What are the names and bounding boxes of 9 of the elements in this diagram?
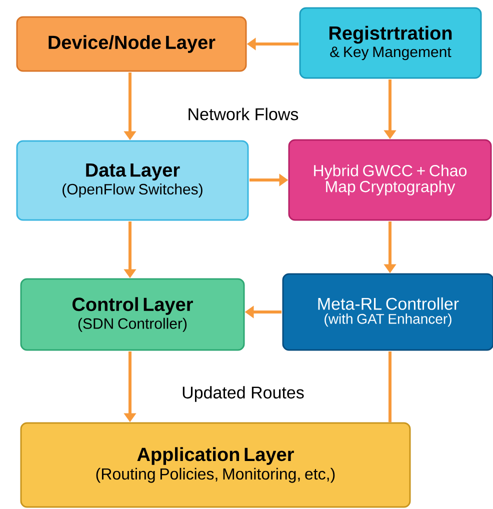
- flow-label: Network Flows: [188, 108, 298, 120]
- layer-box: Application Layer (Routing Policies, Monitoring, etc,): [20, 422, 411, 508]
- layer-box: Meta-RL Controller (with GAT Enhancer): [282, 273, 493, 351]
- layer-box: Hybrid GWCC + Chao Map Cryptography: [288, 139, 492, 221]
- layer-box: Registrtration & Key Mangement: [299, 7, 482, 79]
- layer-box: Control Layer (SDN Controller): [20, 278, 245, 351]
- layer-box: Device/Node Layer: [16, 16, 247, 72]
- layer-box: Data Layer (OpenFlow Switches): [16, 140, 249, 221]
- flow-label: Updated Routes: [182, 386, 304, 402]
